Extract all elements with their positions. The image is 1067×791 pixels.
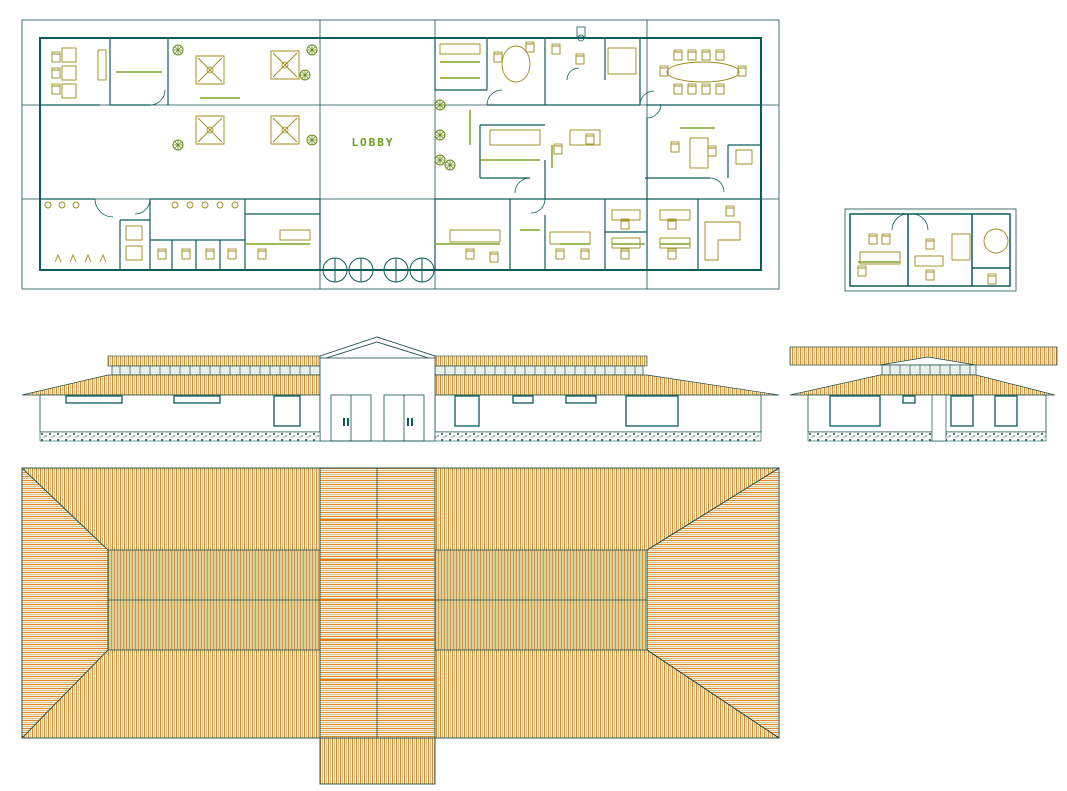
exterior-walls <box>39 37 762 271</box>
side-elevation <box>789 346 1058 442</box>
plants <box>172 44 456 171</box>
floor-plan: LOBBY <box>21 19 780 290</box>
bell-icon <box>576 26 586 42</box>
annex-plan <box>844 208 1017 292</box>
office-furniture-left <box>51 47 300 145</box>
interior-walls <box>40 38 761 270</box>
lobby-label: LOBBY <box>351 136 394 149</box>
plan-grid <box>21 19 780 290</box>
front-elevation <box>21 336 780 442</box>
office-furniture-right <box>44 41 753 263</box>
roof-plan <box>21 467 780 785</box>
entrance-revolving-doors <box>322 257 435 283</box>
door-swings <box>94 67 725 218</box>
